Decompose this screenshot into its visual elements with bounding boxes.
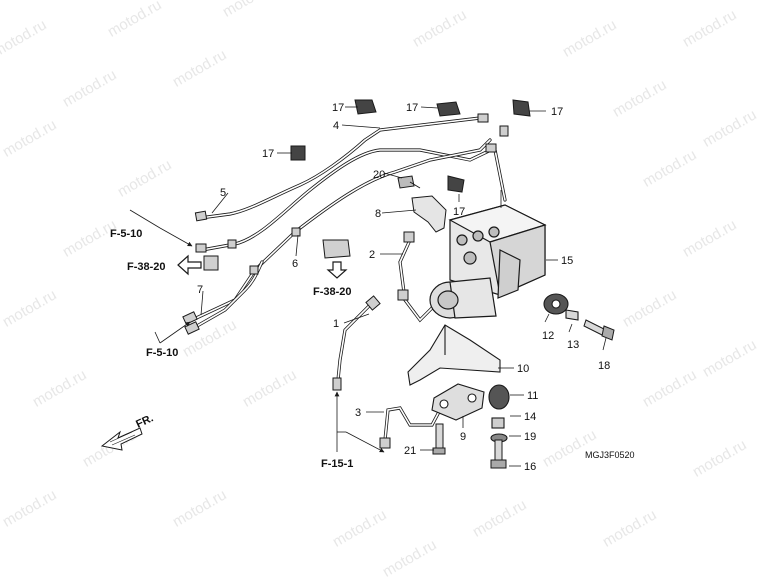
bolts [432, 319, 615, 469]
callout-2: 2 [369, 249, 375, 261]
callout-17: 17 [262, 148, 274, 160]
callout-5: 5 [220, 187, 226, 199]
reference-arrow-icon [177, 254, 348, 279]
callout-18: 18 [598, 360, 610, 372]
callout-9: 9 [460, 431, 466, 443]
ref-f-15-1: F-15-1 [321, 458, 353, 470]
pipe-fittings [182, 113, 509, 449]
ref-f-38-20-left: F-38-20 [127, 261, 166, 273]
callout-8: 8 [375, 208, 381, 220]
callout-21: 21 [404, 445, 416, 457]
callout-16: 16 [524, 461, 536, 473]
callout-7: 7 [197, 284, 203, 296]
abs-motor [429, 277, 497, 319]
ref-f-38-20-mid: F-38-20 [313, 286, 352, 298]
callout-13: 13 [567, 339, 579, 351]
callout-11: 11 [527, 390, 538, 402]
reference-leaders [129, 209, 385, 453]
callout-17: 17 [406, 102, 418, 114]
callout-19: 19 [524, 431, 536, 443]
leader-lines [200, 106, 607, 467]
callout-4: 4 [333, 120, 339, 132]
callout-1: 1 [333, 318, 339, 330]
callout-12: 12 [542, 330, 554, 342]
front-direction-label: FR. [134, 412, 155, 430]
upper-bracket [397, 175, 447, 233]
front-direction-arrow-icon [100, 427, 143, 451]
callout-6: 6 [292, 258, 298, 270]
callout-3: 3 [355, 407, 361, 419]
callout-15: 15 [561, 255, 573, 267]
mount-bracket [407, 324, 501, 386]
pipe-clamps [290, 99, 531, 193]
callout-10: 10 [517, 363, 529, 375]
callout-17: 17 [332, 102, 344, 114]
callout-14: 14 [524, 411, 536, 423]
connector-reference-parts [203, 239, 351, 271]
callout-17: 17 [551, 106, 563, 118]
abs-modulator-unit [448, 204, 547, 299]
ref-f-5-10-top: F-5-10 [110, 228, 142, 240]
diagram-code: MGJ3F0520 [585, 450, 635, 460]
callout-20: 20 [373, 169, 385, 181]
grommets [488, 293, 579, 443]
ref-f-5-10-bottom: F-5-10 [146, 347, 178, 359]
lower-mount-bracket [431, 383, 485, 421]
callout-17: 17 [453, 206, 465, 218]
